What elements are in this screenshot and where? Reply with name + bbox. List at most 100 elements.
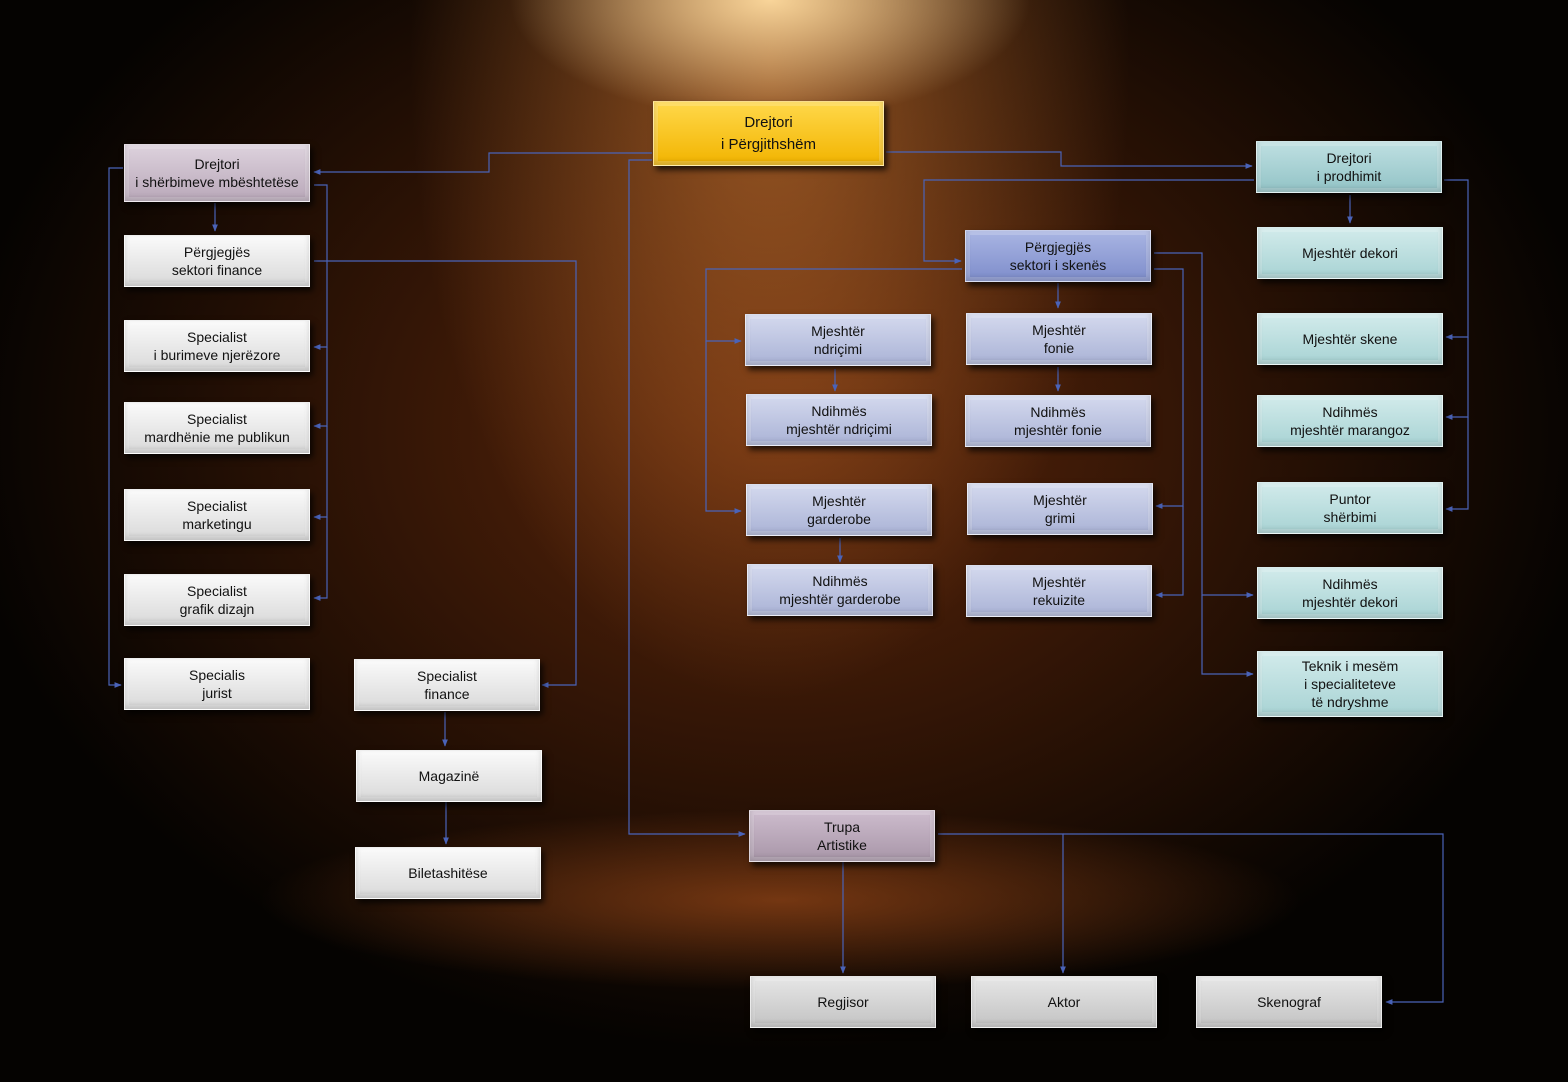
- node-props-master-line1: Mjeshtër: [1032, 574, 1086, 590]
- node-legal-specialist[interactable]: Specialis jurist: [124, 658, 310, 710]
- node-production-director[interactable]: Drejtori i prodhimit: [1256, 141, 1442, 193]
- node-finance-head-line1: Përgjegjës: [183, 244, 251, 260]
- node-hr-specialist[interactable]: Specialist i burimeve njerëzore: [124, 320, 310, 372]
- node-ceo[interactable]: Drejtori i Përgjithshëm: [653, 101, 884, 166]
- node-technician[interactable]: Teknik i mesëm i specialiteteve të ndrys…: [1257, 651, 1443, 717]
- node-technician-line2: i specialiteteve: [1304, 676, 1396, 692]
- node-production-director-line1: Drejtori: [1326, 150, 1372, 166]
- node-technician-line3: të ndryshme: [1311, 694, 1389, 710]
- node-wardrobe-assistant-line2: mjeshtër garderobe: [779, 591, 901, 607]
- node-set-designer-label: Skenograf: [1257, 994, 1321, 1010]
- node-decor-master[interactable]: Mjeshtër dekori: [1257, 227, 1443, 279]
- node-finance-head[interactable]: Përgjegjës sektori finance: [124, 235, 310, 287]
- node-troupe-line2: Artistike: [817, 837, 867, 853]
- node-pr-specialist-line2: mardhënie me publikun: [144, 429, 290, 445]
- node-marketing-specialist-line1: Specialist: [187, 498, 247, 514]
- node-decor-assistant-line1: Ndihmës: [1322, 576, 1378, 592]
- node-light-assistant-line1: Ndihmës: [811, 403, 867, 419]
- line-support-marketing: [313, 426, 328, 520]
- node-carpenter-assistant-line2: mjeshtër marangoz: [1290, 422, 1410, 438]
- node-sound-master[interactable]: Mjeshtër fonie: [966, 313, 1152, 365]
- node-actor-label: Aktor: [1047, 994, 1081, 1010]
- node-sound-master-line2: fonie: [1043, 340, 1075, 356]
- node-support-director-line2: i shërbimeve mbështetëse: [135, 174, 299, 190]
- node-stage-head-line1: Përgjegjës: [1024, 239, 1092, 255]
- node-pr-specialist[interactable]: Specialist mardhënie me publikun: [124, 402, 310, 454]
- node-finance-specialist-line2: finance: [424, 686, 470, 702]
- node-support-director[interactable]: Drejtori i shërbimeve mbështetëse: [124, 144, 310, 202]
- line-stagehead-wardrobe: [705, 341, 742, 514]
- node-stage-master-label: Mjeshtër skene: [1302, 331, 1398, 347]
- node-light-master-line2: ndriçimi: [813, 341, 863, 357]
- line-support-design: [313, 517, 328, 601]
- node-design-specialist-line2: grafik dizajn: [179, 601, 255, 617]
- node-support-director-line1: Drejtori: [194, 156, 240, 172]
- line-support-hr: [313, 184, 328, 350]
- node-director[interactable]: Regjisor: [750, 976, 936, 1028]
- line-ceo-production: [886, 151, 1253, 169]
- node-set-designer[interactable]: Skenograf: [1196, 976, 1382, 1028]
- node-wardrobe-assistant[interactable]: Ndihmës mjeshtër garderobe: [747, 564, 933, 616]
- node-wardrobe-master[interactable]: Mjeshtër garderobe: [746, 484, 932, 536]
- node-service-worker[interactable]: Puntor shërbimi: [1257, 482, 1443, 534]
- line-stagehead-makeup: [1154, 268, 1184, 509]
- line-support-pr: [313, 347, 328, 429]
- node-sound-assistant-line1: Ndihmës: [1030, 404, 1086, 420]
- node-finance-head-line2: sektori finance: [171, 262, 263, 278]
- line-ceo-troupe: [628, 159, 746, 837]
- node-props-master-line2: rekuizite: [1032, 592, 1086, 608]
- node-stage-head[interactable]: Përgjegjës sektori i skenës: [965, 230, 1151, 282]
- node-sound-assistant-line2: mjeshtër fonie: [1014, 422, 1102, 438]
- node-stage-head-line2: sektori i skenës: [1009, 257, 1107, 273]
- node-troupe-line1: Trupa: [823, 819, 861, 835]
- node-finance-specialist-line1: Specialist: [417, 668, 477, 684]
- node-carpenter-assistant[interactable]: Ndihmës mjeshtër marangoz: [1257, 395, 1443, 447]
- node-wardrobe-assistant-line1: Ndihmës: [812, 573, 868, 589]
- node-decor-assistant-line2: mjeshtër dekori: [1302, 594, 1398, 610]
- node-wardrobe-master-line1: Mjeshtër: [812, 493, 866, 509]
- node-production-director-line2: i prodhimit: [1316, 168, 1382, 184]
- node-warehouse-label: Magazinë: [418, 768, 480, 784]
- node-makeup-master-line2: grimi: [1044, 510, 1076, 526]
- node-design-specialist[interactable]: Specialist grafik dizajn: [124, 574, 310, 626]
- node-props-master[interactable]: Mjeshtër rekuizite: [966, 565, 1152, 617]
- node-makeup-master[interactable]: Mjeshtër grimi: [967, 483, 1153, 535]
- node-wardrobe-master-line2: garderobe: [807, 511, 871, 527]
- line-financehead-specialist: [314, 260, 577, 688]
- node-actor[interactable]: Aktor: [971, 976, 1157, 1028]
- node-carpenter-assistant-line1: Ndihmës: [1322, 404, 1378, 420]
- node-marketing-specialist-line2: marketingu: [182, 516, 252, 532]
- line-stagehead-technician: [1201, 595, 1254, 677]
- node-sound-master-line1: Mjeshtër: [1032, 322, 1086, 338]
- node-director-label: Regjisor: [817, 994, 869, 1010]
- line-ceo-support: [313, 152, 652, 175]
- node-decor-master-label: Mjeshtër dekori: [1302, 245, 1398, 261]
- node-technician-line1: Teknik i mesëm: [1301, 658, 1399, 674]
- node-light-master[interactable]: Mjeshtër ndriçimi: [745, 314, 931, 366]
- node-stage-master[interactable]: Mjeshtër skene: [1257, 313, 1443, 365]
- node-decor-assistant[interactable]: Ndihmës mjeshtër dekori: [1257, 567, 1443, 619]
- line-production-stage: [1444, 179, 1469, 340]
- node-ticket-seller-label: Biletashitëse: [408, 865, 488, 881]
- node-light-master-line1: Mjeshtër: [811, 323, 865, 339]
- line-troupe-actor: [938, 833, 1066, 974]
- node-service-worker-line2: shërbimi: [1323, 509, 1377, 525]
- node-finance-specialist[interactable]: Specialist finance: [354, 659, 540, 711]
- node-light-assistant[interactable]: Ndihmës mjeshtër ndriçimi: [746, 394, 932, 446]
- line-support-legal: [108, 167, 123, 688]
- node-pr-specialist-line1: Specialist: [187, 411, 247, 427]
- node-troupe[interactable]: Trupa Artistike: [749, 810, 935, 862]
- node-warehouse[interactable]: Magazinë: [356, 750, 542, 802]
- line-production-carpenter: [1445, 337, 1469, 420]
- node-legal-specialist-line1: Specialis: [188, 667, 246, 683]
- node-sound-assistant[interactable]: Ndihmës mjeshtër fonie: [965, 395, 1151, 447]
- node-makeup-master-line1: Mjeshtër: [1033, 492, 1087, 508]
- node-hr-specialist-line2: i burimeve njerëzore: [153, 347, 281, 363]
- line-stagehead-decorassist: [1154, 252, 1254, 598]
- node-ceo-line2: i Përgjithshëm: [720, 135, 817, 153]
- line-stagehead-props: [1155, 506, 1184, 598]
- node-marketing-specialist[interactable]: Specialist marketingu: [124, 489, 310, 541]
- node-design-specialist-line1: Specialist: [187, 583, 247, 599]
- node-ticket-seller[interactable]: Biletashitëse: [355, 847, 541, 899]
- node-ceo-line1: Drejtori: [744, 113, 793, 131]
